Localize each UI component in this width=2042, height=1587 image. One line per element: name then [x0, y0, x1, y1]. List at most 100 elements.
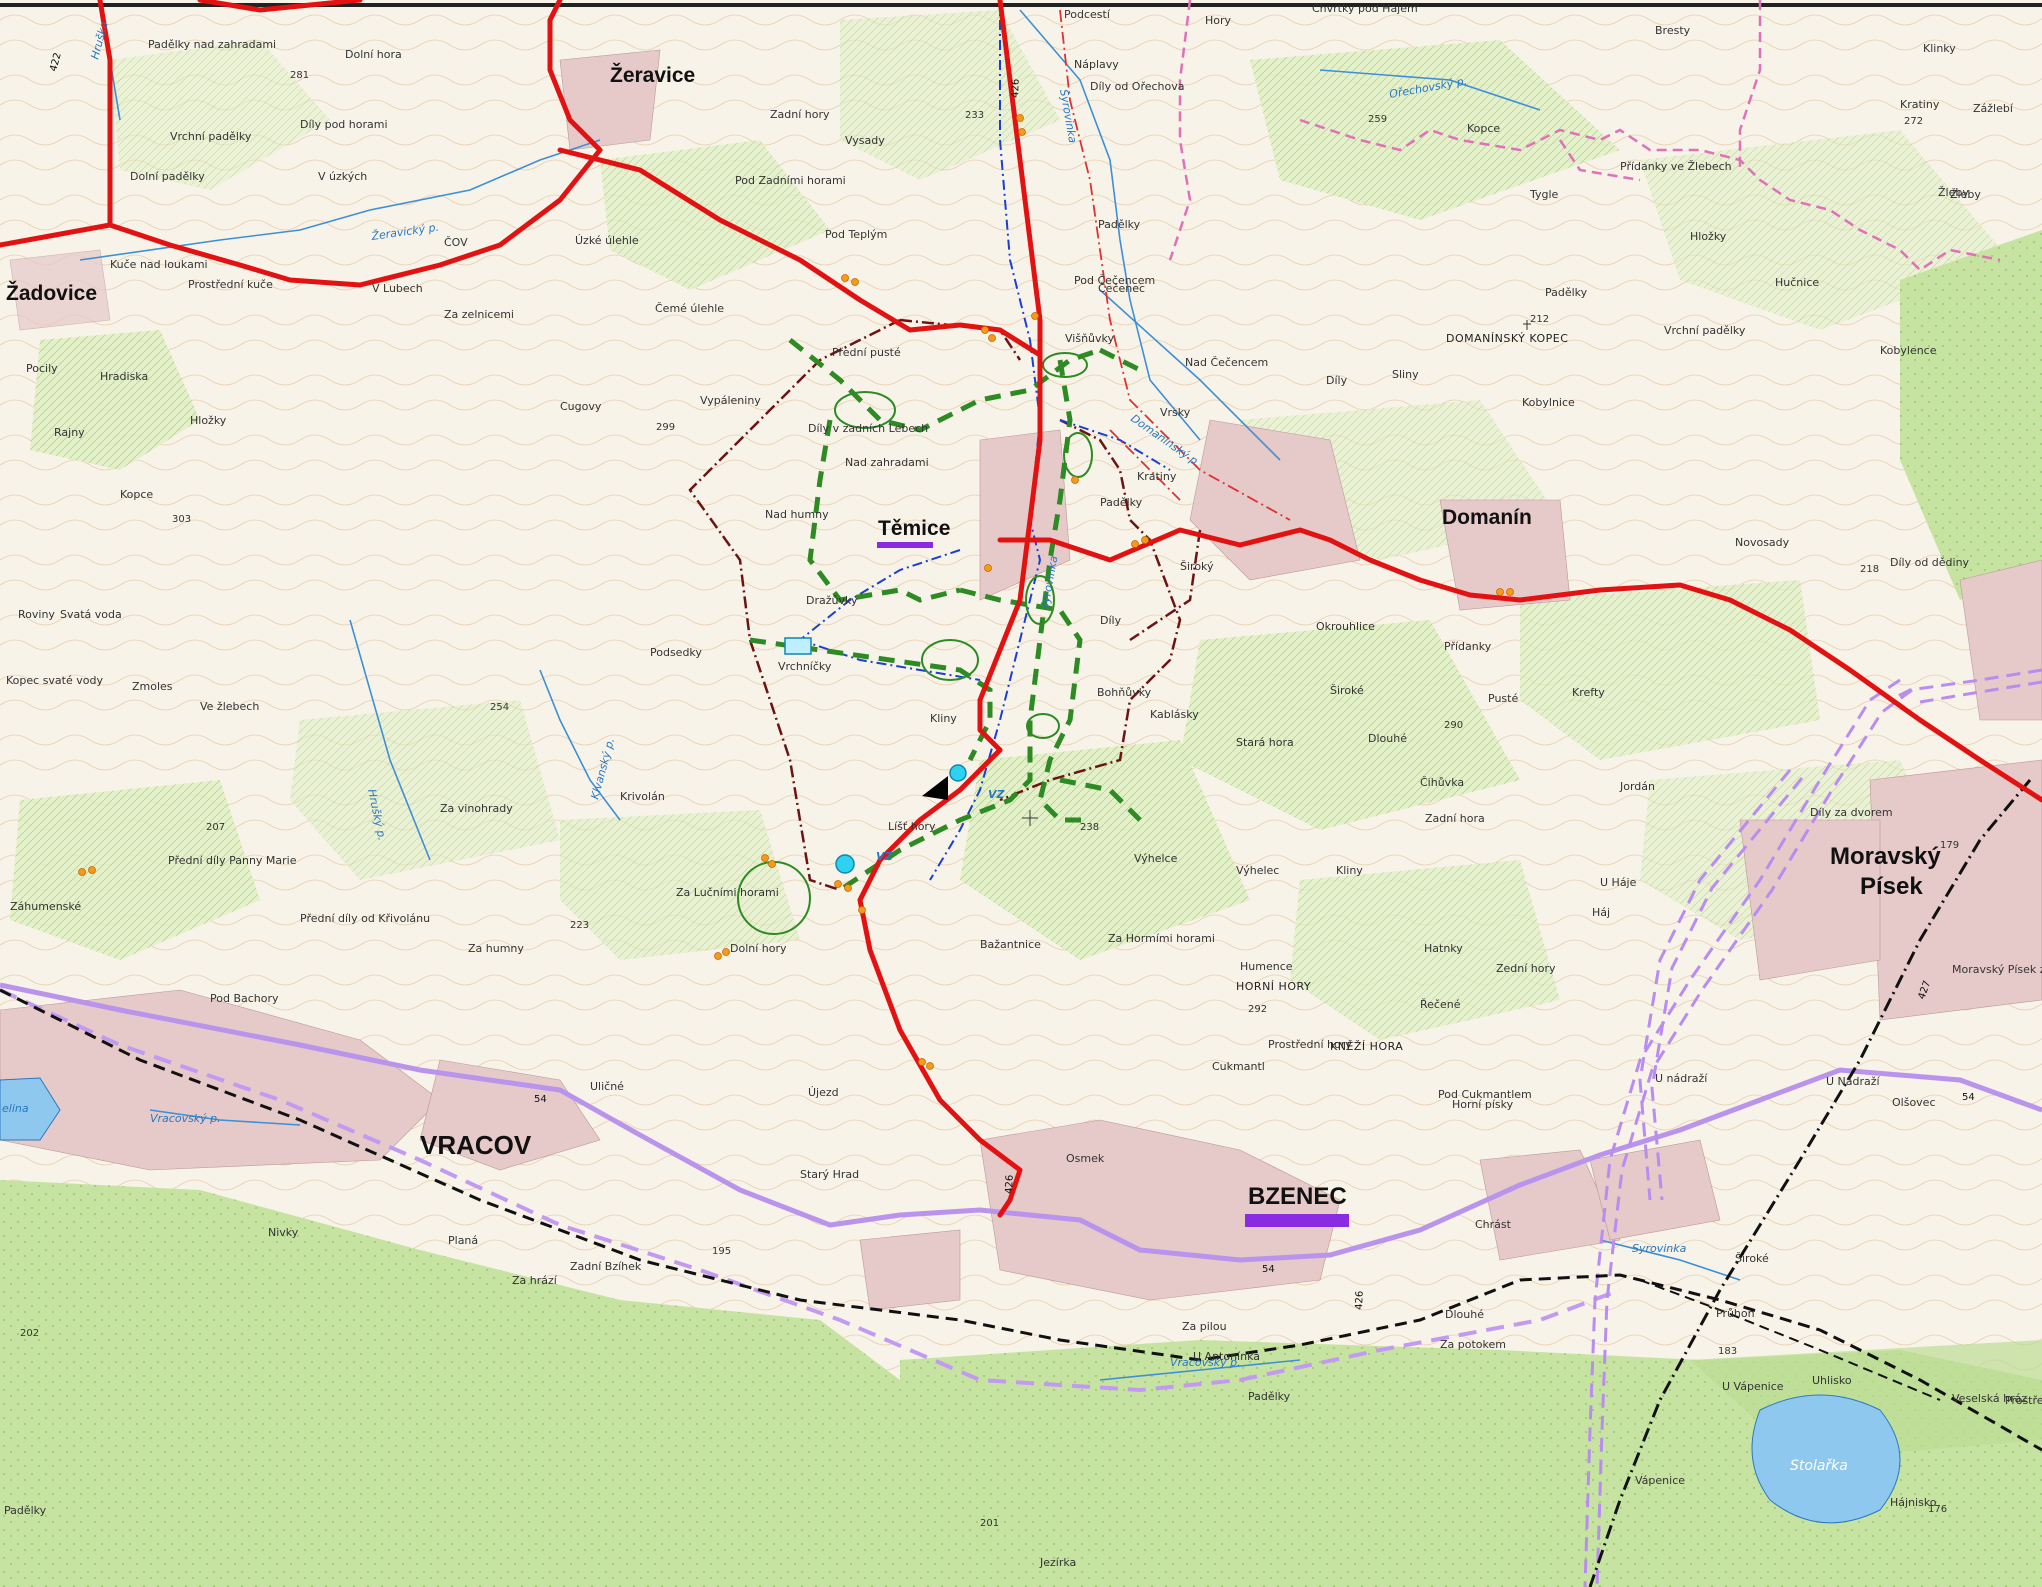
water-label-vracovsky2: Vracovský p. [1170, 1356, 1241, 1369]
locality-label: Pod Cukmantlem [1438, 1088, 1532, 1101]
locality-label: Cukmantl [1212, 1060, 1265, 1073]
locality-label: Díly od Ořechova [1090, 80, 1185, 93]
locality-label: Hučnice [1775, 276, 1819, 289]
svg-text:207: 207 [206, 822, 225, 833]
locality-label: Bažantnice [980, 938, 1041, 951]
town-label-moravsky: Moravský [1830, 843, 1941, 870]
locality-label: U Vápenice [1722, 1380, 1784, 1393]
svg-text:233: 233 [965, 110, 984, 121]
locality-label: KNĚŽÍ HORA [1330, 1040, 1403, 1053]
locality-label: Vrsky [1160, 406, 1191, 419]
locality-label: Roviny [18, 608, 55, 621]
locality-label: Hložky [190, 414, 227, 427]
locality-label: Výhelce [1134, 852, 1178, 865]
locality-label: Uličné [590, 1080, 624, 1093]
railways [0, 779, 2042, 1587]
water-label-syrovinka-low: Syrovinka [1632, 1242, 1687, 1255]
locality-label: Za hrází [512, 1274, 558, 1287]
locality-label: DOMANÍNSKÝ KOPEC [1446, 332, 1568, 345]
locality-label: Klinky [1923, 42, 1956, 55]
locality-label: Dlouhé [1445, 1308, 1484, 1321]
locality-label: Pod Zadními horami [735, 174, 846, 187]
admin-boundary [688, 318, 1202, 892]
town-label-temnice: Těmice [878, 517, 950, 540]
locality-label: Vrchní padělky [1664, 324, 1746, 337]
locality-label: Kuče nad loukami [110, 258, 208, 271]
locality-label: Svatá voda [60, 608, 122, 621]
svg-text:201: 201 [980, 1518, 999, 1529]
locality-label: HORNÍ HORY [1236, 980, 1311, 993]
locality-label: Záhumenské [10, 900, 81, 913]
locality-label: Za potokem [1440, 1338, 1506, 1351]
locality-label: Višňůvky [1065, 332, 1115, 345]
locality-label: Hory [1205, 14, 1232, 27]
locality-label: Bresty [1655, 24, 1691, 37]
locality-label: Padělky [1248, 1390, 1291, 1403]
locality-label: Široké [1735, 1252, 1769, 1265]
locality-label: Přídanky ve Žlebech [1620, 160, 1732, 173]
locality-label: Za pilou [1182, 1320, 1227, 1333]
svg-text:218: 218 [1860, 564, 1879, 575]
district-boundary [1168, 0, 2001, 272]
locality-label: Díly od dědiny [1890, 556, 1970, 569]
town-label-pisek: Písek [1860, 873, 1923, 900]
locality-label: Za vinohrady [440, 802, 513, 815]
locality-label: Za humny [468, 942, 524, 955]
locality-label: Padělky [1545, 286, 1588, 299]
locality-label: Zední hory [1496, 962, 1556, 975]
locality-label: Za Hormími horami [1108, 932, 1215, 945]
svg-text:303: 303 [172, 514, 191, 525]
locality-label: V úzkých [318, 170, 367, 183]
locality-label: Za Lučními horami [676, 886, 779, 899]
locality-label: Rajny [54, 426, 85, 439]
cov-label: ČOV [444, 236, 468, 249]
locality-label: Přední díly Panny Marie [168, 854, 297, 867]
locality-label: Okrouhlice [1316, 620, 1375, 633]
svg-text:54: 54 [534, 1094, 547, 1105]
locality-label: Žleby [1950, 188, 1981, 201]
locality-label: Pod Teplým [825, 228, 887, 241]
locality-label: Kratiny [1137, 470, 1177, 483]
locality-label: Podcestí [1064, 8, 1111, 21]
svg-text:238: 238 [1080, 822, 1099, 833]
svg-text:54: 54 [1962, 1092, 1975, 1103]
locality-label: U Nádraží [1826, 1075, 1881, 1088]
svg-text:54: 54 [1262, 1264, 1275, 1275]
locality-label: Nad zahradami [845, 456, 929, 469]
water-label-lake: elina [2, 1102, 29, 1115]
locality-label: Pod Bachory [210, 992, 279, 1005]
locality-label: Kliny [1336, 864, 1363, 877]
svg-text:195: 195 [712, 1246, 731, 1257]
locality-label: Jezírka [1039, 1556, 1076, 1569]
locality-label: Za zelnicemi [444, 308, 514, 321]
locality-label: U nádraží [1655, 1072, 1708, 1085]
svg-text:426: 426 [1004, 1175, 1016, 1194]
town-label-domanin: Domanín [1442, 506, 1532, 529]
forest-areas [0, 230, 2042, 1587]
locality-label: Osmek [1066, 1152, 1105, 1165]
locality-label: Újezd [808, 1086, 839, 1099]
temnice-highlight-bar [877, 542, 933, 548]
locality-label: Prostřední hory [2005, 1394, 2042, 1407]
protection-circles [737, 352, 1093, 935]
water-label-vracovsky1: Vracovský p. [150, 1112, 221, 1125]
locality-label: Široký [1180, 560, 1214, 573]
locality-label: Hradiska [100, 370, 148, 383]
locality-label: Široké [1330, 684, 1364, 697]
locality-label: Díly pod horami [300, 118, 388, 131]
locality-label: Dolní hora [345, 48, 402, 61]
town-label-vracov: VRACOV [420, 1130, 532, 1160]
locality-label: Úzké úlehle [575, 234, 639, 247]
svg-text:223: 223 [570, 920, 589, 931]
svg-text:281: 281 [290, 70, 309, 81]
well-markers [78, 114, 1514, 1070]
water-source-marker [835, 854, 855, 874]
locality-label: Nad Čečencem [1185, 356, 1268, 369]
locality-label: Chvrtky pod Hájem [1312, 2, 1418, 15]
locality-label: Zmoles [132, 680, 173, 693]
locality-label: Ve žlebech [200, 700, 259, 713]
flood-line [1059, 9, 1291, 521]
locality-label: Zážlebí [1973, 102, 2014, 115]
